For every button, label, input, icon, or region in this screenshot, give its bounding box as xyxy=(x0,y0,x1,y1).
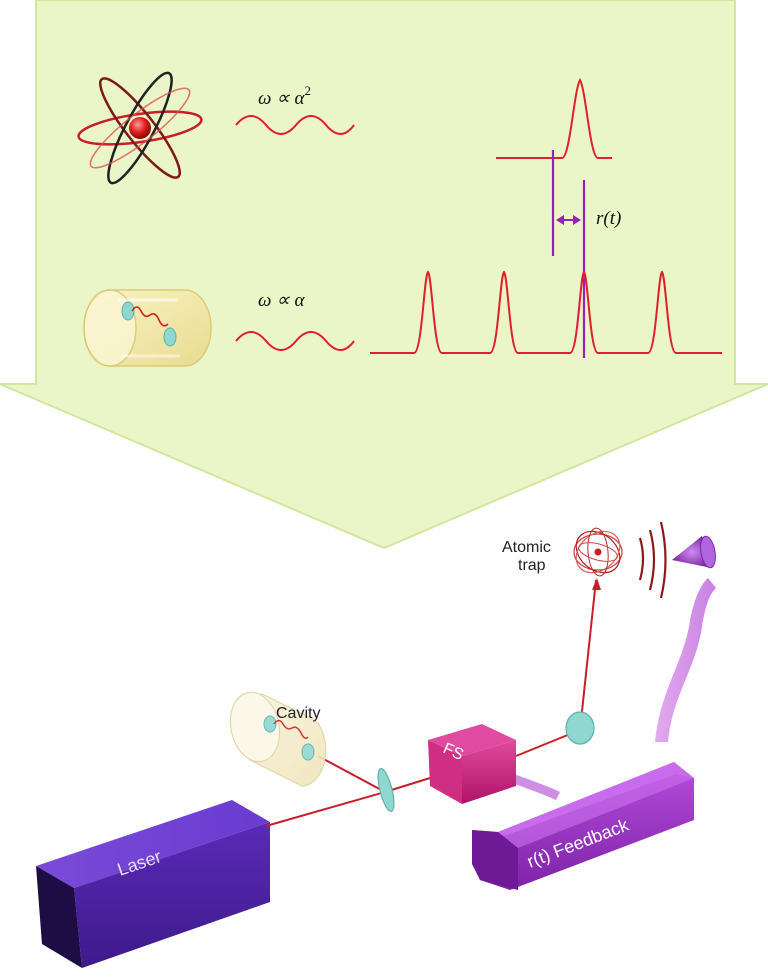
cavity-icon xyxy=(83,289,212,367)
atom-icon xyxy=(77,71,203,185)
detector-cone xyxy=(672,535,716,569)
offset-arrow xyxy=(556,215,581,225)
beam-arrowhead xyxy=(592,578,601,590)
cavity-wave xyxy=(235,331,355,351)
offset-label: r(t) xyxy=(596,208,621,229)
formula-cavity: ω ∝ α xyxy=(258,290,305,311)
fs-label: FS xyxy=(440,740,466,764)
fs-box xyxy=(428,724,516,804)
atomic-trap-icon xyxy=(573,527,623,577)
beam-splitter-optic xyxy=(377,768,395,812)
beam-splitter-cavity xyxy=(317,755,386,793)
atom-wave xyxy=(235,115,355,135)
cavity-label: Cavity xyxy=(276,705,320,722)
fs-feedback-link xyxy=(504,772,560,800)
beam-laser-splitter xyxy=(265,791,386,827)
formula-atom: ω ∝ α2 xyxy=(258,83,311,109)
comb-spectrum xyxy=(370,270,722,354)
beam-lens-trap xyxy=(579,579,597,731)
atom-spectrum-peak xyxy=(496,78,612,159)
top-panel-arrow xyxy=(0,0,768,550)
detector-signal-arcs xyxy=(638,521,667,599)
feedback-box xyxy=(472,762,694,890)
atomic-trap-label: Atomic xyxy=(502,539,551,556)
cavity-device xyxy=(229,691,327,787)
atomic-trap-label-2: trap xyxy=(518,557,546,574)
lens-optic xyxy=(565,711,595,745)
feedback-fiber xyxy=(655,578,716,742)
laser-box xyxy=(36,800,270,968)
